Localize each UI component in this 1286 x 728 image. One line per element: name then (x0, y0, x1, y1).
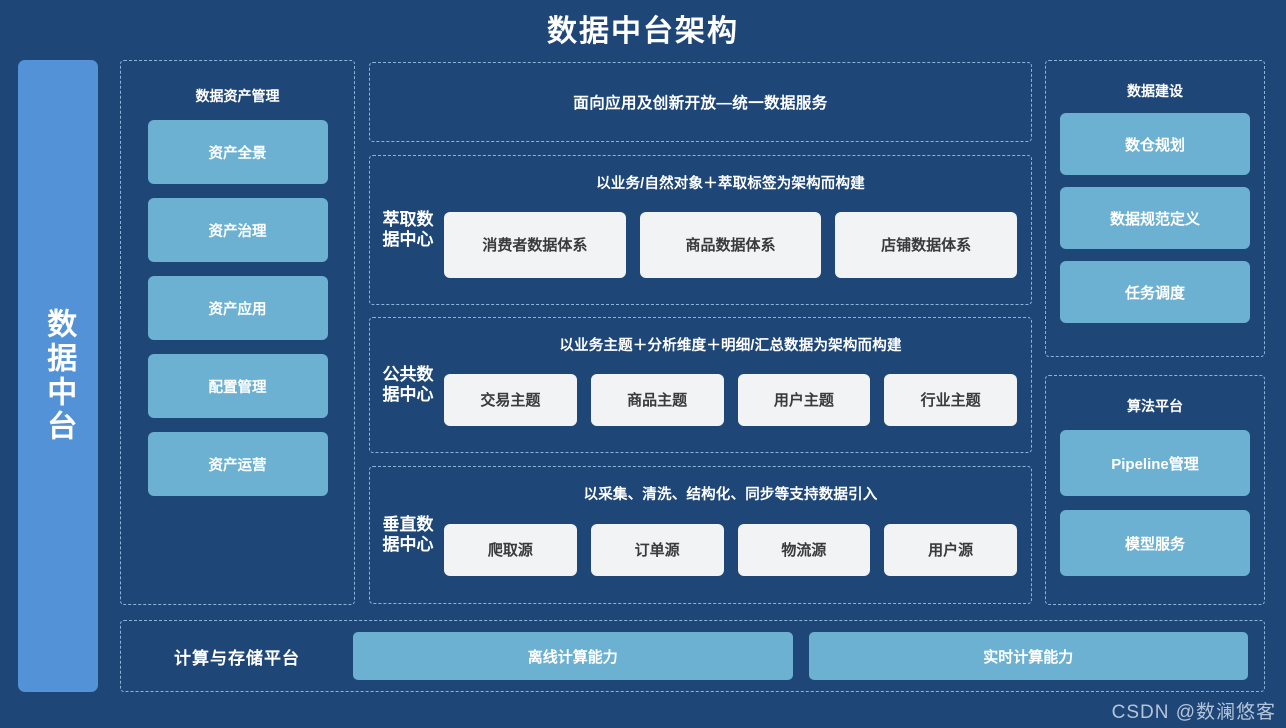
public-card-user[interactable]: 用户主题 (737, 373, 871, 426)
band-unified-data-service: 面向应用及创新开放—统一数据服务 (369, 62, 1032, 142)
compute-platform-label: 计算与存储平台 (174, 648, 300, 668)
build-card-task-scheduling[interactable]: 任务调度 (1060, 261, 1250, 323)
extract-card-store[interactable]: 店铺数据体系 (835, 211, 1018, 278)
asset-card-operation[interactable]: 资产运营 (147, 432, 328, 496)
band-caption-extract: 以业务/自然对象＋萃取标签为架构而构建 (596, 176, 865, 192)
asset-card-configuration[interactable]: 配置管理 (147, 354, 328, 418)
group-title-algorithm-platform: 算法平台 (1127, 398, 1183, 414)
vertical-card-order-source[interactable]: 订单源 (590, 523, 724, 576)
sidebar-label: 数据中台 (42, 308, 76, 444)
compute-card-realtime[interactable]: 实时计算能力 (808, 632, 1248, 680)
asset-card-panorama[interactable]: 资产全景 (147, 120, 328, 184)
asset-card-application[interactable]: 资产应用 (147, 276, 328, 340)
group-title-data-asset-management: 数据资产管理 (195, 88, 280, 104)
band-extract-data-center: 萃取数据中心 以业务/自然对象＋萃取标签为架构而构建 消费者数据体系 商品数据体… (369, 155, 1032, 305)
band-label-extract: 萃取数据中心 (382, 209, 434, 249)
public-card-industry[interactable]: 行业主题 (884, 373, 1017, 426)
group-data-construction: 数据建设 数仓规划 数据规范定义 任务调度 (1045, 60, 1265, 357)
band-vertical-data-center: 垂直数据中心 以采集、清洗、结构化、同步等支持数据引入 爬取源 订单源 物流源 … (369, 466, 1032, 604)
compute-card-offline[interactable]: 离线计算能力 (353, 632, 793, 680)
build-card-warehouse-planning[interactable]: 数仓规划 (1060, 113, 1250, 175)
algo-card-model-service[interactable]: 模型服务 (1060, 510, 1250, 576)
algo-card-pipeline-management[interactable]: Pipeline管理 (1060, 430, 1250, 496)
group-data-asset-management: 数据资产管理 资产全景 资产治理 资产应用 配置管理 资产运营 (120, 60, 355, 605)
group-algorithm-platform: 算法平台 Pipeline管理 模型服务 (1045, 375, 1265, 605)
page-title: 数据中台架构 (547, 15, 739, 48)
build-card-data-standard-definition[interactable]: 数据规范定义 (1060, 187, 1250, 249)
group-title-data-construction: 数据建设 (1127, 83, 1183, 99)
public-card-product[interactable]: 商品主题 (590, 373, 724, 426)
band-label-public: 公共数据中心 (382, 364, 434, 404)
band-caption-public: 以业务主题＋分析维度＋明细/汇总数据为架构而构建 (559, 338, 902, 354)
extract-card-consumer[interactable]: 消费者数据体系 (444, 211, 626, 278)
vertical-card-user-source[interactable]: 用户源 (884, 523, 1017, 576)
vertical-card-logistics-source[interactable]: 物流源 (737, 523, 871, 576)
watermark: CSDN @数澜悠客 (1111, 702, 1276, 723)
service-band-label: 面向应用及创新开放—统一数据服务 (573, 95, 828, 112)
band-public-data-center: 公共数据中心 以业务主题＋分析维度＋明细/汇总数据为架构而构建 交易主题 商品主… (369, 317, 1032, 453)
extract-card-product[interactable]: 商品数据体系 (639, 211, 822, 278)
band-caption-vertical: 以采集、清洗、结构化、同步等支持数据引入 (583, 487, 878, 503)
sidebar-data-middle-platform: 数据中台 (18, 60, 98, 692)
band-label-vertical: 垂直数据中心 (382, 514, 434, 554)
band-compute-storage-platform: 计算与存储平台 离线计算能力 实时计算能力 (120, 620, 1265, 692)
vertical-card-crawler-source[interactable]: 爬取源 (444, 523, 577, 576)
asset-card-governance[interactable]: 资产治理 (147, 198, 328, 262)
public-card-transaction[interactable]: 交易主题 (444, 373, 577, 426)
